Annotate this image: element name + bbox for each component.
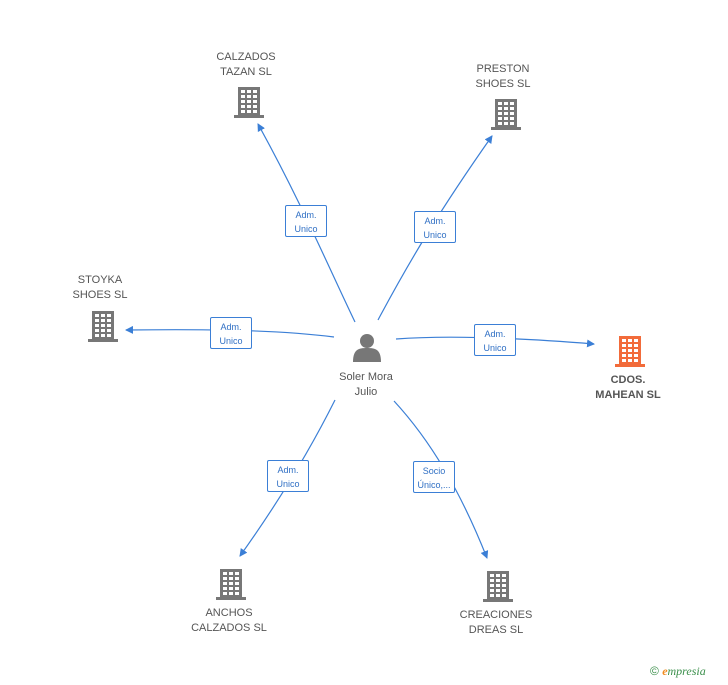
building-icon [483, 571, 513, 602]
edge-label-preston-shoes[interactable]: Adm.Unico [414, 211, 456, 243]
person-icon [353, 334, 381, 362]
brand-logo: empresia [662, 664, 706, 678]
edge-label-stoyka-shoes[interactable]: Adm.Unico [210, 317, 252, 349]
building-icon [216, 569, 246, 600]
edge-label-calzados-tazan[interactable]: Adm.Unico [285, 205, 327, 237]
building-icon [88, 311, 118, 342]
building-icon [234, 87, 264, 118]
edge-label-cdos-mahean[interactable]: Adm.Unico [474, 324, 516, 356]
footer-brand: © empresia [650, 664, 706, 679]
building-icon [615, 336, 645, 367]
edge-label-anchos-calzados[interactable]: Adm.Unico [267, 460, 309, 492]
company-label-cdos-mahean[interactable]: CDOS.MAHEAN SL [595, 374, 661, 401]
building-icon [491, 99, 521, 130]
copyright-symbol: © [650, 664, 659, 678]
